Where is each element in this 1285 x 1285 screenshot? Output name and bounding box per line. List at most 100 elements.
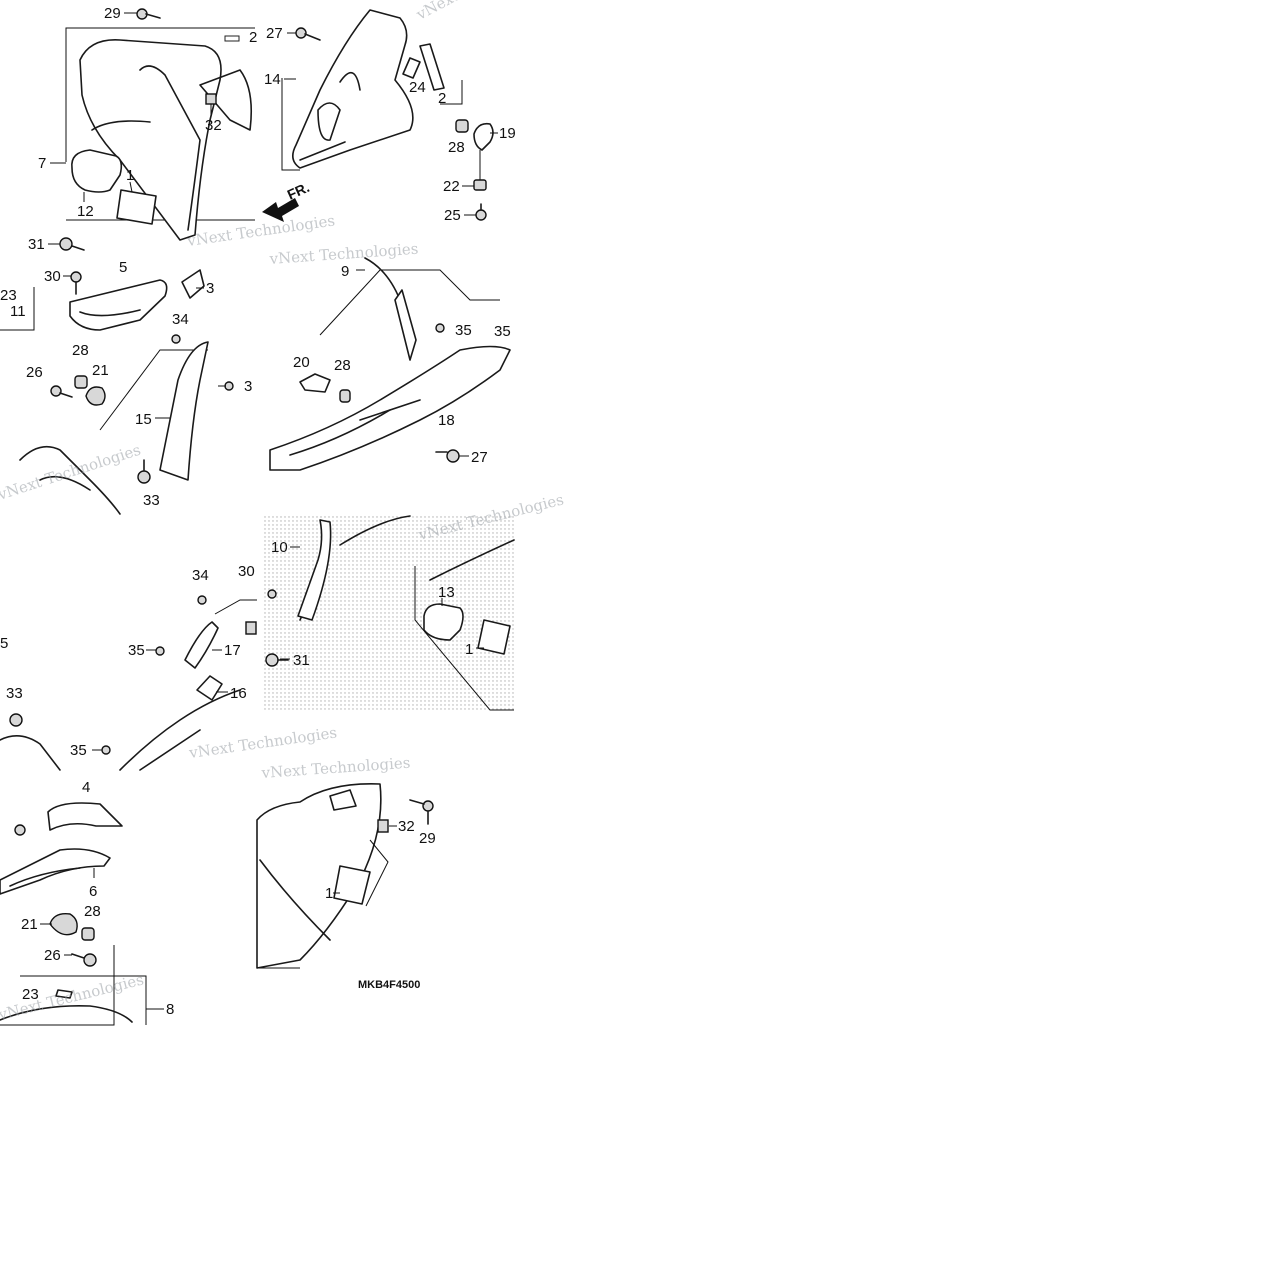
- callout-25: 25: [444, 207, 461, 224]
- callout-23-mid: 23: [0, 287, 17, 304]
- callout-18: 18: [438, 412, 455, 429]
- screw-35-left-a: [155, 646, 165, 656]
- callout-10: 10: [271, 539, 288, 556]
- callout-26-mid: 26: [26, 364, 43, 381]
- callout-26-left: 26: [44, 947, 61, 964]
- callout-34-left: 34: [192, 567, 209, 584]
- callout-5: 5: [119, 259, 127, 276]
- strip-9: [394, 289, 417, 361]
- callout-1-top: 1: [126, 167, 134, 184]
- screw-25: [475, 203, 487, 221]
- callout-29-lower: 29: [419, 830, 436, 847]
- emblem-1-lower: [333, 865, 371, 905]
- bolt-27-right: [435, 449, 460, 463]
- damper-21-mid: [85, 386, 106, 406]
- bolt-33-left: [9, 713, 23, 727]
- callout-27-top: 27: [266, 25, 283, 42]
- callout-24: 24: [409, 79, 426, 96]
- callout-35-mid-edge: 3: [244, 378, 252, 395]
- clip-20: [299, 373, 331, 393]
- callout-28-mid: 28: [72, 342, 89, 359]
- callout-1-lower: 1: [325, 885, 333, 902]
- panel-15: [159, 341, 209, 481]
- callout-30-left: 30: [238, 563, 255, 580]
- tile-lower-side-right: 9 35 35 20 28 18 27 vNext Technologies: [268, 240, 511, 471]
- bolt-29-top: [136, 8, 161, 20]
- callout-1-right: 1: [465, 641, 473, 658]
- seal-24: [402, 57, 421, 79]
- callout-33-mid: 33: [143, 492, 160, 509]
- callout-28-right: 28: [334, 357, 351, 374]
- emblem-1-top: [116, 189, 157, 225]
- callout-5-edge: 5: [0, 635, 8, 652]
- duct-13: [423, 603, 464, 641]
- bolt-26-left: [71, 953, 97, 967]
- damper-21-left: [49, 913, 78, 936]
- svg-text:FR.: FR.: [285, 179, 312, 203]
- bolt-29-lower: [409, 799, 434, 825]
- callout-6: 6: [89, 883, 97, 900]
- bolt-31-top: [59, 237, 85, 251]
- bracket-19: [473, 122, 494, 151]
- screw-34-left: [197, 595, 207, 605]
- duct-12: [71, 149, 123, 193]
- callout-34-mid: 34: [172, 311, 189, 328]
- screw-35-mid: [224, 381, 234, 391]
- nut-22: [473, 150, 487, 191]
- panel-10: [297, 519, 332, 621]
- inner-panel-14: [292, 9, 414, 169]
- callout-15: 15: [135, 411, 152, 428]
- callout-27-right: 27: [471, 449, 488, 466]
- callout-29: 29: [104, 5, 121, 22]
- callout-9: 9: [341, 263, 349, 280]
- bolt-31-right: [265, 653, 289, 667]
- svg-text:vNext Technologies: vNext Technologies: [187, 723, 338, 762]
- callout-14: 14: [264, 71, 281, 88]
- callout-32-lower: 32: [398, 818, 415, 835]
- grommet-28-mid: [74, 375, 88, 389]
- callout-19: 19: [499, 125, 516, 142]
- callout-35-right-a: 35: [455, 322, 472, 339]
- callout-21-left: 21: [21, 916, 38, 933]
- bracket-3: [181, 269, 205, 299]
- strip-17: [184, 621, 219, 669]
- tile-lower-panel-left: 4 6 28 21 26 23 8 vNext Technologies: [0, 779, 174, 1026]
- callout-22: 22: [443, 178, 460, 195]
- bolt-27-top: [295, 27, 321, 41]
- screw-35-right: [435, 323, 445, 333]
- catalog-code: MKB4F4500: [358, 979, 420, 991]
- svg-text:vNext Technologies: vNext Technologies: [260, 754, 411, 782]
- seal-2: [419, 43, 445, 91]
- callout-8: 8: [166, 1001, 174, 1018]
- undercowl-18: [269, 345, 511, 471]
- callout-4: 4: [82, 779, 90, 796]
- grommet-28-right: [339, 389, 351, 403]
- callout-17: 17: [224, 642, 241, 659]
- callout-31-top: 31: [28, 236, 45, 253]
- callout-35-left-b: 35: [70, 742, 87, 759]
- bolt-26-mid: [50, 385, 73, 398]
- callout-2-edge: 2: [249, 29, 257, 46]
- svg-text:vNext Technologies: vNext Technologies: [0, 441, 143, 504]
- clip-32-top: [205, 93, 217, 105]
- clip-30-left: [245, 621, 257, 635]
- upper-cowl-panel-7: [79, 39, 222, 241]
- callout-33-left: 33: [6, 685, 23, 702]
- screw-34-mid: [171, 334, 181, 344]
- bolt-30-mid: [70, 271, 82, 295]
- clip-32-lower: [377, 819, 389, 833]
- tile-upper-cowl-left: 29 7 12 1 32 31 2 vNext Technologies: [28, 5, 336, 253]
- callout-23-left: 23: [22, 986, 39, 1003]
- callout-35-right-b: 35: [494, 323, 511, 340]
- callout-21-mid: 21: [92, 362, 109, 379]
- callout-32-top: 32: [205, 117, 222, 134]
- callout-11: 11: [10, 303, 26, 320]
- callout-7: 7: [38, 155, 46, 172]
- cover-5: [69, 279, 168, 331]
- callout-28-left: 28: [84, 903, 101, 920]
- callout-35-left-a: 35: [128, 642, 145, 659]
- bracket-16: [196, 675, 223, 701]
- screw-35-left-b: [101, 745, 111, 755]
- screw-left-top: [14, 824, 26, 836]
